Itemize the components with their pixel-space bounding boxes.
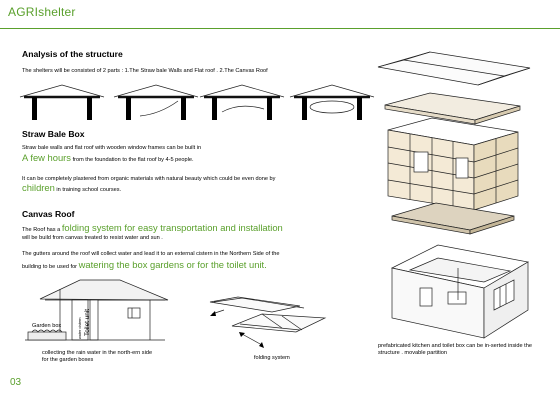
analysis-title: Analysis of the structure (22, 49, 123, 59)
analysis-intro: The shelters will be consisted of 2 part… (22, 68, 268, 74)
canvas-line2b: building to be used for (22, 264, 78, 270)
canvas-highlight-watering: watering the box gardens or for the toil… (78, 259, 267, 270)
canvas-line1-row: The Roof has a folding system for easy t… (22, 222, 382, 234)
straw-title: Straw Bale Box (22, 129, 85, 139)
straw-highlight-hours: A few hours (22, 152, 71, 163)
foundation-layer (391, 202, 515, 235)
straw-wall-layer (387, 117, 519, 211)
canvas-line2-row: building to be used for watering the box… (22, 259, 382, 271)
canvas-line2: The gutters around the roof will collect… (22, 251, 280, 257)
canvas-line1a: The Roof has a (22, 227, 61, 233)
section-diagram-4 (289, 84, 375, 120)
canvas-highlight-folding: folding system for easy transportation a… (61, 222, 283, 233)
flat-roof-layer (384, 92, 521, 125)
straw-line2-row: children in training school courses. (22, 182, 382, 194)
header-divider (0, 28, 560, 29)
straw-line2: It can be completely plastered from orga… (22, 176, 276, 182)
section-diagram-2 (113, 84, 199, 120)
straw-line1: Straw bale walls and flat roof with wood… (22, 145, 202, 151)
canvas-line1b: will be build from canvas treated to res… (22, 235, 163, 241)
section-diagram-3 (199, 84, 285, 120)
canvas-roof-layer (377, 51, 531, 86)
page-number: 03 (10, 377, 22, 388)
straw-line2b: in training school courses. (56, 187, 122, 193)
folding-caption: folding system (254, 355, 290, 361)
canvas-title: Canvas Roof (22, 209, 75, 219)
straw-line1b: from the foundation to the flat roof by … (72, 157, 194, 163)
garden-box-label: Garden box (32, 323, 62, 329)
kitchen-caption: prefabricated kitchen and toilet box can… (378, 343, 532, 356)
straw-line1-row: A few hours from the foundation to the f… (22, 152, 382, 164)
rainwater-caption: collecting the rain water in the north-e… (42, 350, 153, 363)
straw-highlight-children: children (22, 182, 55, 193)
brand-title: AGRIshelter (8, 5, 76, 19)
section-diagram-1 (19, 84, 105, 120)
